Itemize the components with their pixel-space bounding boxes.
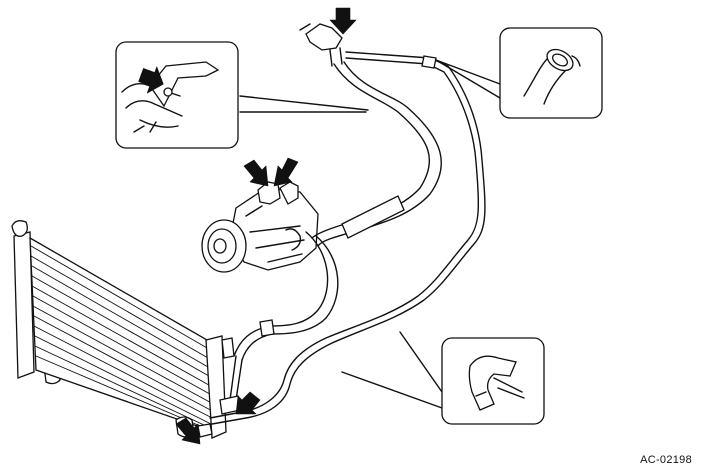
arrow-icon — [175, 417, 201, 445]
arrow-icon — [273, 157, 299, 187]
detail-pipe-end — [499, 27, 603, 119]
arrow-icon — [235, 391, 261, 415]
arrow-icon — [243, 159, 269, 187]
pointer-arrows — [175, 7, 357, 445]
leader-lines — [239, 59, 501, 409]
condenser-fins — [30, 245, 220, 435]
arrow-icon — [329, 7, 357, 35]
detail-clamp — [441, 337, 545, 425]
figure-code: AC-02198 — [640, 454, 692, 466]
compressor — [201, 181, 319, 273]
condenser — [11, 220, 235, 439]
refrigerant-lines — [209, 23, 486, 425]
detail-bracket — [115, 41, 239, 149]
